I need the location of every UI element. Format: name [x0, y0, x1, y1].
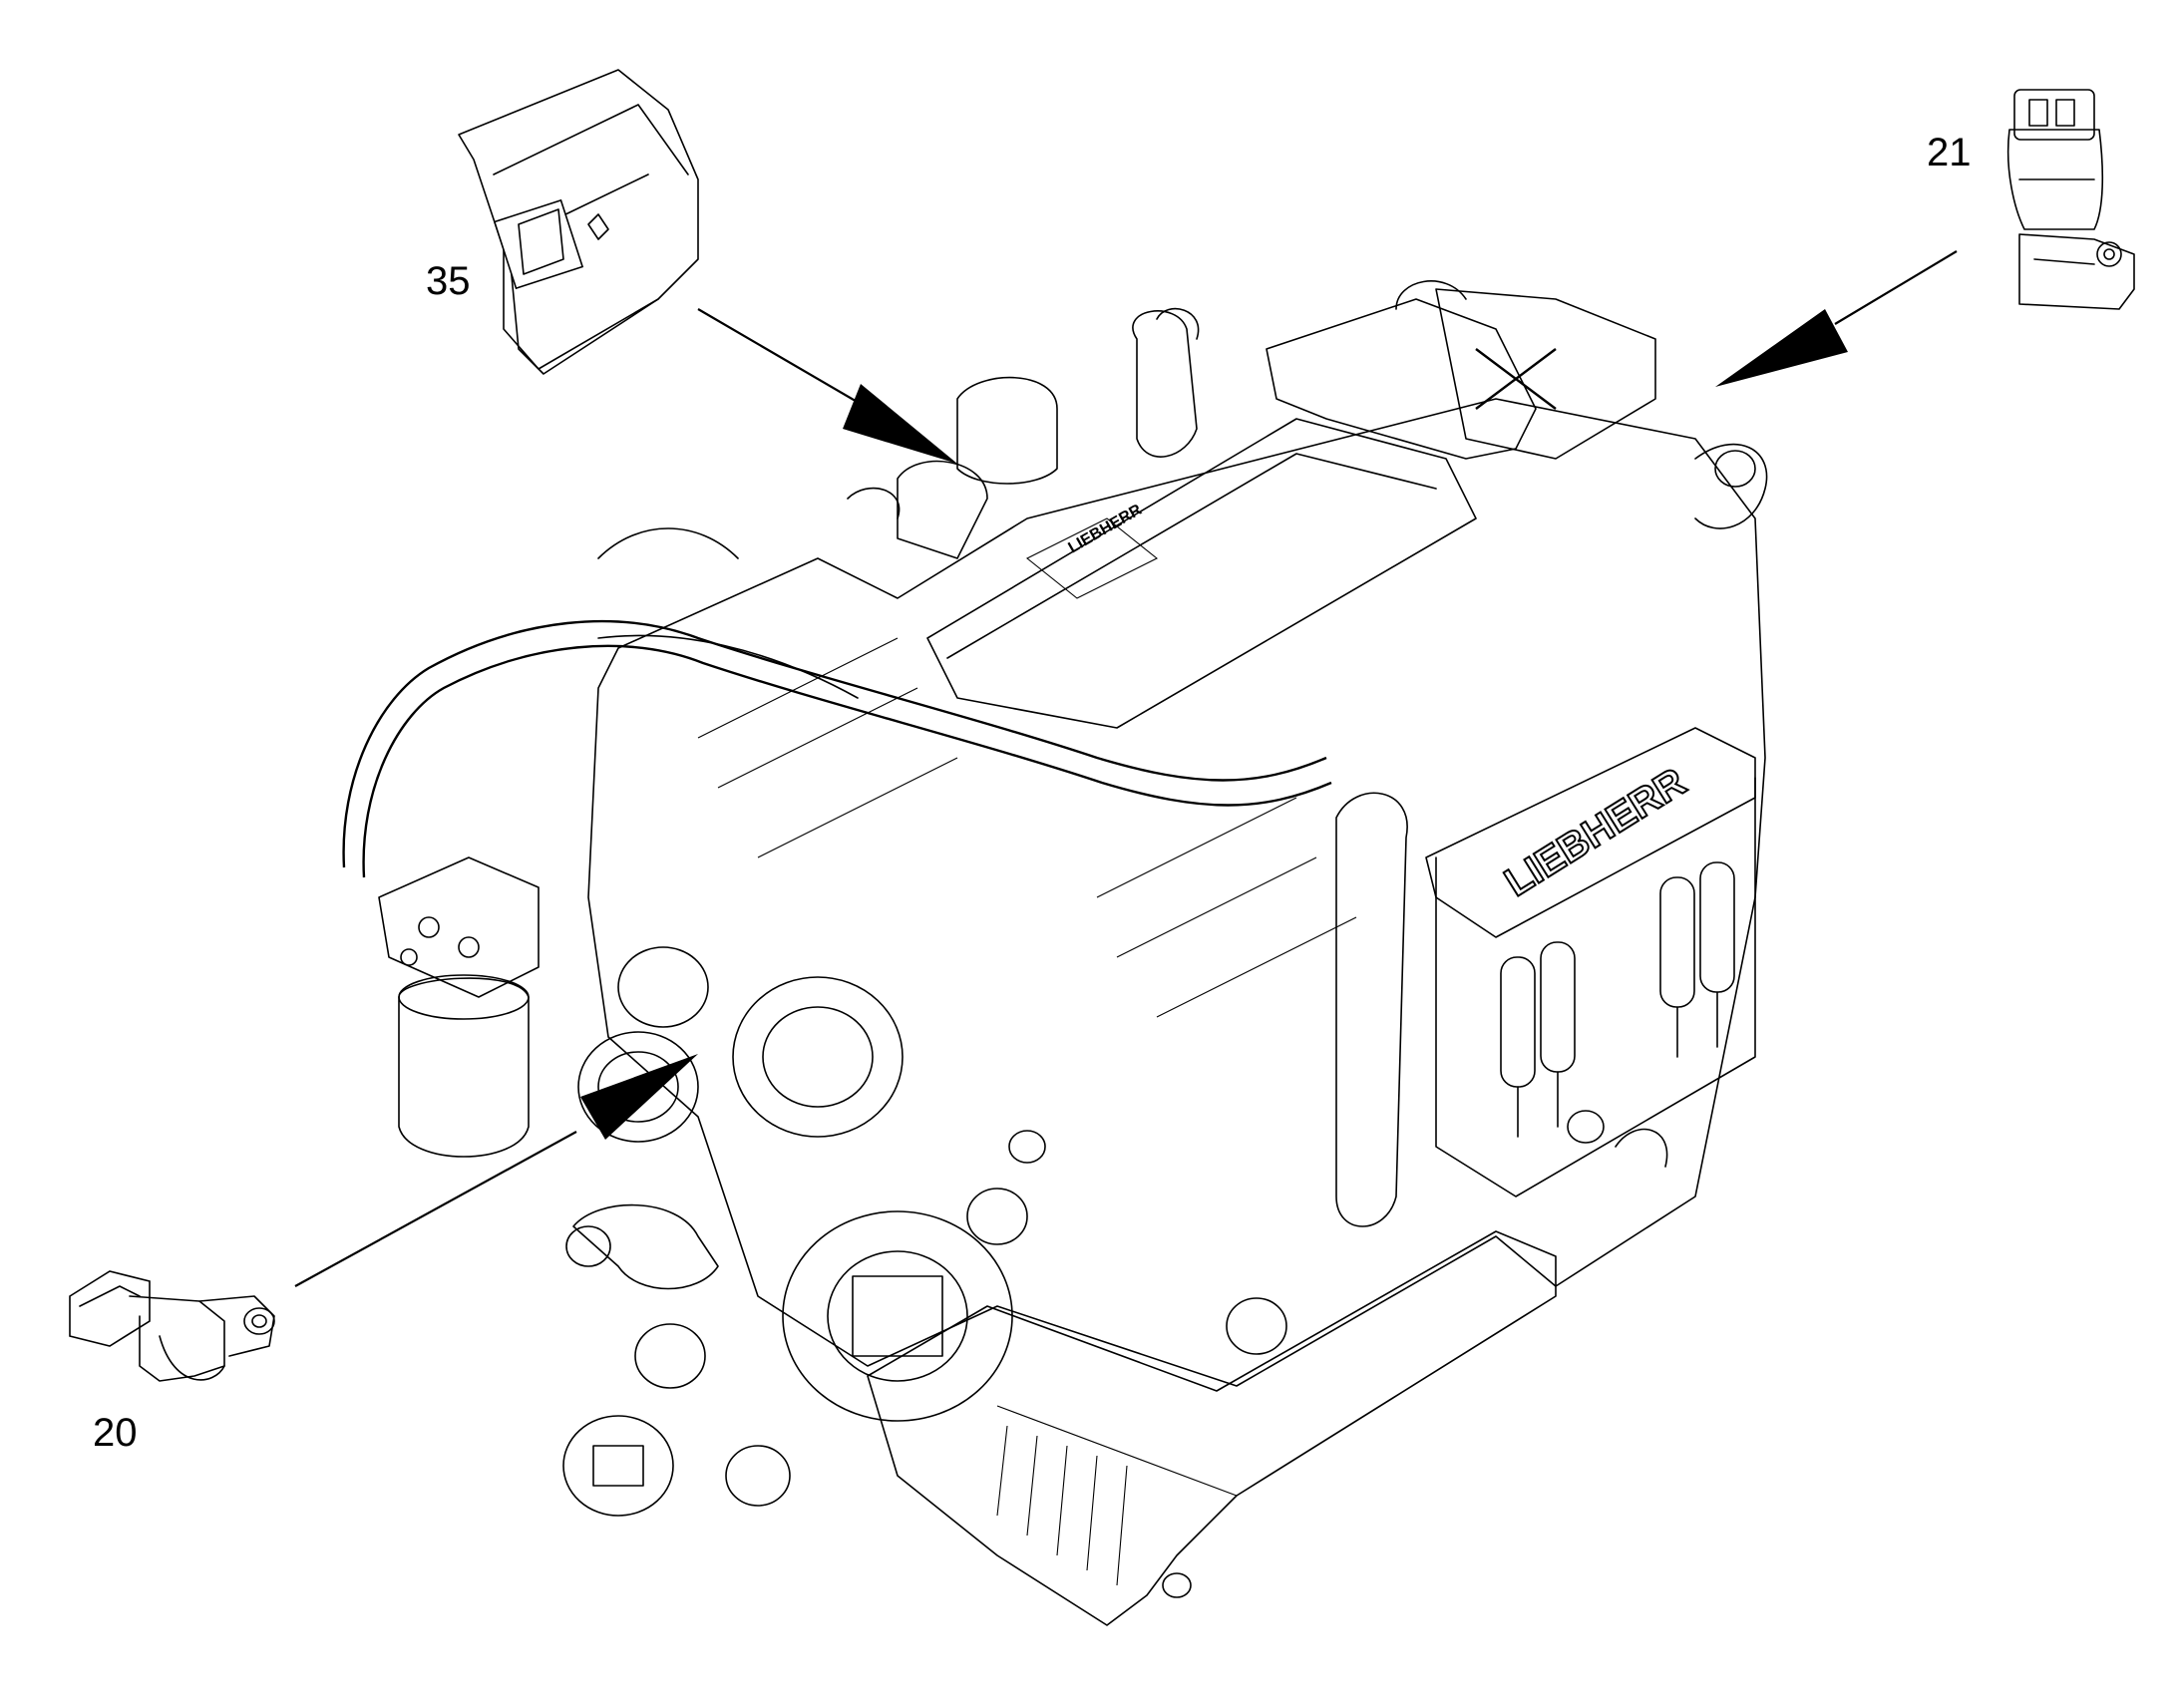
leader-arrow-21: [1715, 250, 1958, 387]
callout-label-21: 21: [1927, 131, 1972, 174]
sensor-35: [458, 69, 699, 375]
front-pulleys: [562, 527, 1013, 1517]
injector-connectors: [1500, 861, 1735, 1138]
callout-label-20: 20: [93, 1411, 138, 1455]
leader-arrow-20: [294, 1054, 698, 1287]
leader-arrow-35: [697, 308, 957, 464]
sensor-21: [2006, 89, 2135, 310]
sensor-20: [69, 1270, 275, 1382]
callout-label-35: 35: [426, 259, 471, 303]
engine-assembly: LIEBHERR LIEBHERR: [342, 280, 1768, 1626]
fuel-filter: [378, 856, 540, 1158]
